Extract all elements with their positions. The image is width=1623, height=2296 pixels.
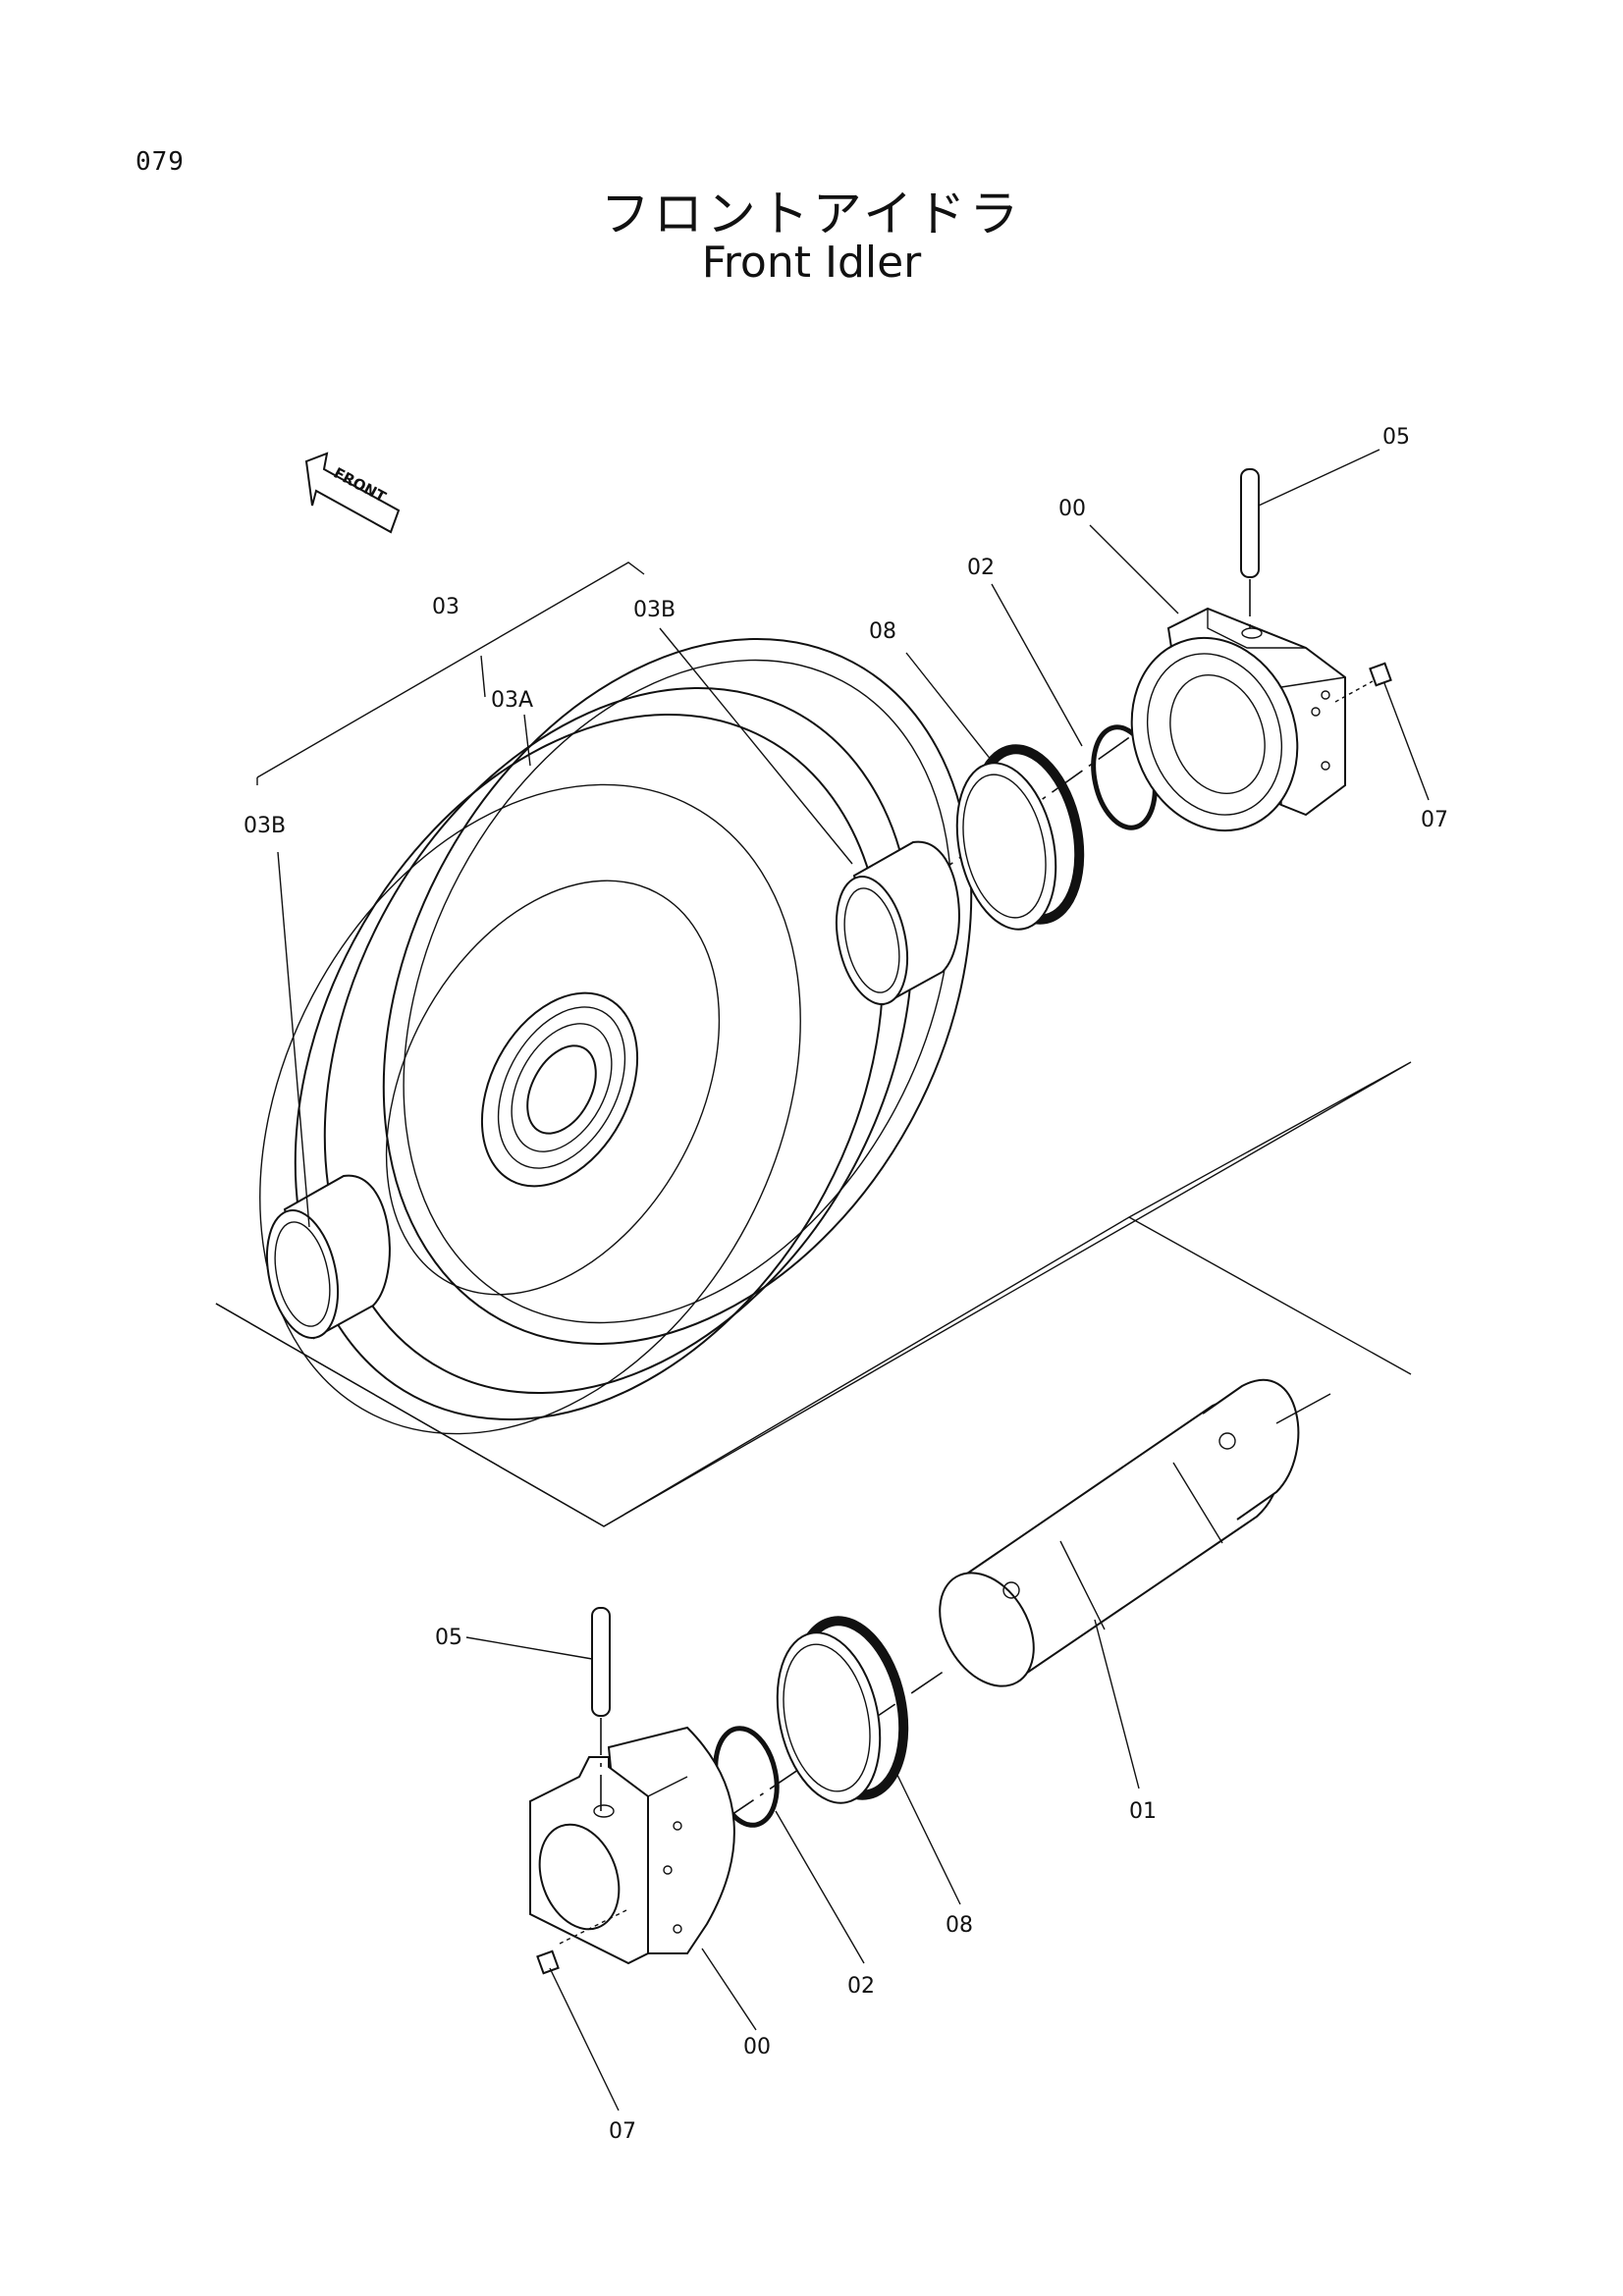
- support-bracket-top: [1130, 607, 1346, 832]
- callout-08-top: 08: [869, 619, 896, 644]
- pin-bottom: [591, 1607, 611, 1811]
- callout-03b-left: 03B: [243, 814, 286, 838]
- support-bracket-bottom: [529, 1726, 735, 1965]
- callout-03: 03: [432, 595, 460, 619]
- floating-seal-bottom: [776, 1616, 909, 1804]
- callout-08-bottom: 08: [946, 1913, 973, 1938]
- callout-07-top: 07: [1421, 808, 1448, 832]
- callout-01: 01: [1129, 1799, 1157, 1824]
- callout-05-bottom: 05: [435, 1626, 462, 1650]
- pin-top: [1240, 468, 1260, 628]
- callout-labels: 03 03A 03B 03B 08 02 00 05 07 05 01 08 0…: [243, 425, 1448, 2144]
- front-arrow-icon: FRONT: [304, 452, 401, 534]
- floating-seal-top: [955, 744, 1085, 931]
- bushing-right: [836, 840, 960, 1006]
- page-number: 079: [135, 147, 185, 177]
- plug-top: [1334, 662, 1392, 703]
- plug-bottom: [536, 1949, 560, 1975]
- callout-03a: 03A: [491, 688, 533, 713]
- callout-02-bottom: 02: [847, 1974, 875, 1999]
- callout-05-top: 05: [1382, 425, 1410, 450]
- group-bracket-03: [256, 561, 645, 785]
- bushing-left: [266, 1174, 391, 1340]
- front-arrow-label: FRONT: [331, 464, 390, 507]
- idler-wheel: [259, 638, 973, 1435]
- idler-shaft: [939, 1378, 1331, 1687]
- page-title-english: Front Idler: [701, 238, 922, 288]
- callout-00-bottom: 00: [743, 2035, 771, 2059]
- leader-lines: [277, 449, 1430, 2111]
- callout-03b-right: 03B: [633, 598, 676, 622]
- callout-07-bottom: 07: [609, 2119, 636, 2144]
- callout-00-top: 00: [1058, 497, 1086, 521]
- callout-02-top: 02: [967, 556, 995, 580]
- assembly-outline-frame: [215, 1061, 1412, 1527]
- page-title-japanese: フロントアイドラ: [600, 186, 1023, 242]
